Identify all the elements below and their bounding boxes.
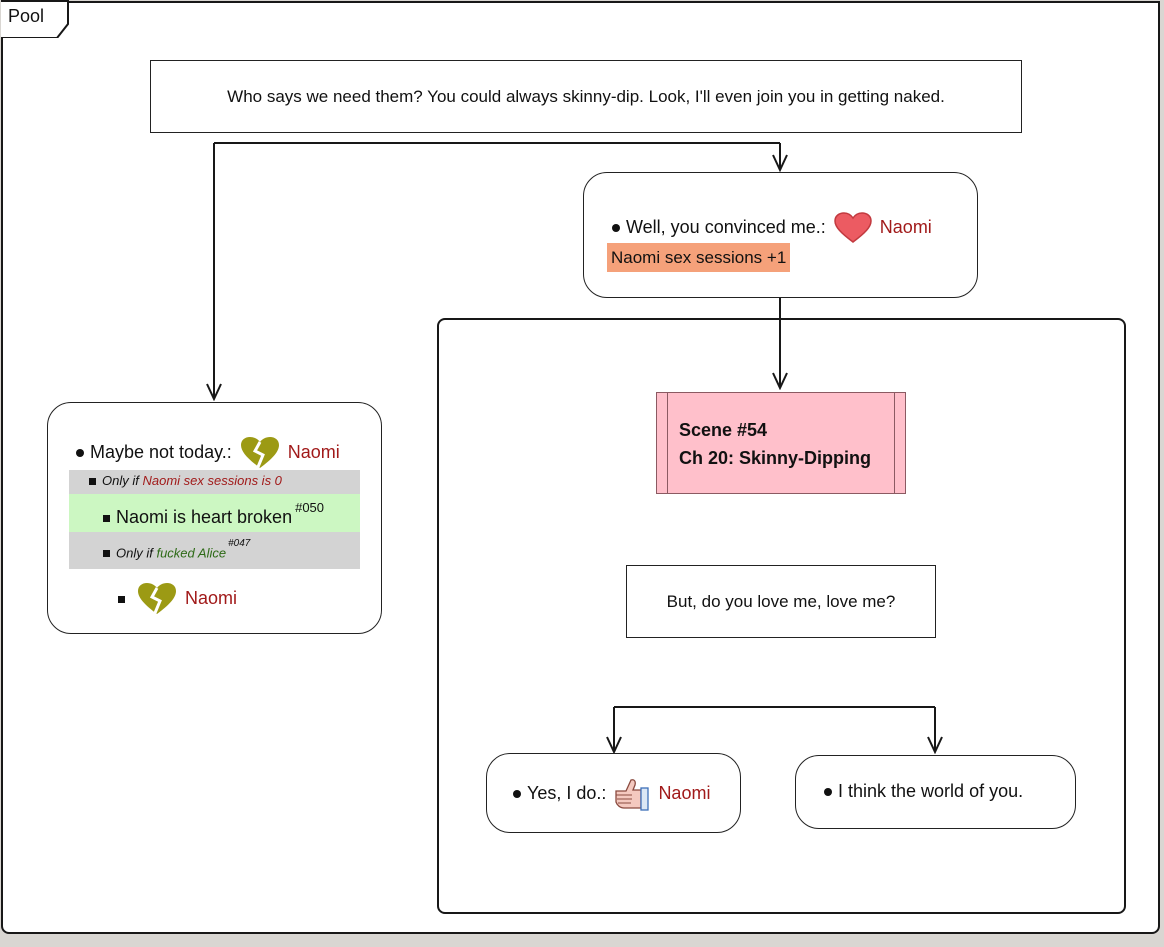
question-text: But, do you love me, love me? — [666, 592, 896, 611]
heart-broken-ref: #050 — [295, 500, 325, 515]
prompt-box: Who says we need them? You could always … — [150, 60, 1022, 133]
condition-alice-ref: #047 — [228, 538, 251, 549]
heart-broken-label: Naomi is heart broken — [116, 507, 293, 527]
broken-heart-icon — [138, 583, 177, 614]
choice-world[interactable]: I think the world of you. — [795, 755, 1076, 829]
choice-world-label: I think the world of you. — [838, 781, 1024, 801]
bullet — [612, 224, 620, 232]
question-box: But, do you love me, love me? — [626, 565, 936, 638]
scene-box[interactable]: Scene #54 Ch 20: Skinny-Dipping — [656, 392, 906, 494]
choice-world-line: I think the world of you. — [824, 781, 1023, 802]
choice-convinced-line: Well, you convinced me.: Naomi — [612, 211, 932, 245]
choice-not-today-line: Maybe not today.: Naomi — [76, 435, 340, 471]
condition-value: Naomi sex sessions is 0 — [142, 473, 282, 488]
sex-sessions-effect: Naomi sex sessions +1 — [607, 243, 791, 272]
condition-prefix: Only if — [102, 473, 139, 488]
condition-alice-row: Only if fucked Alice#047 — [69, 532, 360, 569]
scene-number: Scene #54 — [679, 420, 768, 440]
square-bullet — [103, 550, 110, 558]
pool-label: Pool — [8, 6, 45, 26]
condition-alice: Only if fucked Alice#047 — [103, 538, 250, 561]
prompt-text: Who says we need them? You could always … — [227, 87, 945, 106]
result-line: Naomi — [118, 581, 237, 617]
square-bullet — [103, 514, 110, 522]
heart-icon — [834, 212, 872, 243]
choice-convinced[interactable]: Well, you convinced me.: Naomi Naomi sex… — [583, 172, 978, 298]
choice-not-today-character: Naomi — [287, 441, 340, 462]
bullet — [513, 790, 521, 798]
thumbs-up-icon — [615, 779, 650, 811]
condition-value: fucked Alice — [156, 545, 227, 561]
condition-sessions: Only if Naomi sex sessions is 0 — [89, 473, 282, 488]
broken-heart-icon — [240, 437, 279, 468]
square-bullet — [118, 595, 125, 603]
heart-broken-text: Naomi is heart broken#050 — [103, 500, 324, 528]
square-bullet — [89, 478, 96, 486]
bullet — [824, 788, 832, 797]
scene-left-bar — [667, 393, 668, 493]
scene-group — [437, 318, 1126, 914]
result-character: Naomi — [185, 587, 238, 608]
condition-sessions-row: Only if Naomi sex sessions is 0 — [69, 470, 360, 494]
choice-not-today[interactable]: Maybe not today.: Naomi Only if Naomi se… — [47, 402, 382, 634]
choice-yes-character: Naomi — [658, 782, 711, 803]
scene-right-bar — [894, 393, 895, 493]
choice-yes-line: Yes, I do.: Naomi — [513, 777, 710, 811]
choice-convinced-character: Naomi — [879, 216, 932, 237]
scene-title: Ch 20: Skinny-Dipping — [679, 448, 872, 468]
choice-not-today-label: Maybe not today.: — [90, 441, 232, 462]
choice-convinced-label: Well, you convinced me.: — [626, 216, 826, 237]
choice-yes-label: Yes, I do.: — [527, 782, 607, 803]
bullet — [76, 449, 84, 457]
pool-tab — [1, 0, 69, 38]
choice-yes[interactable]: Yes, I do.: Naomi — [486, 753, 741, 833]
condition-prefix: Only if — [116, 545, 153, 561]
heart-broken-row: Naomi is heart broken#050 — [69, 494, 360, 532]
